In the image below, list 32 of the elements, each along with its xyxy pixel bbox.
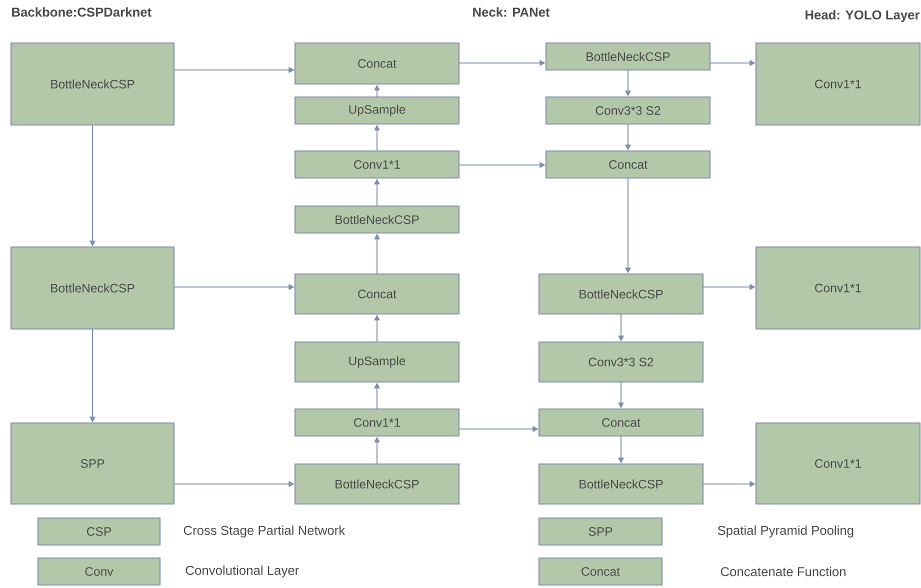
legend-key-box: Conv xyxy=(37,557,161,586)
layer-box: BottleNeckCSP xyxy=(294,463,460,505)
legend-key-box: SPP xyxy=(538,517,663,546)
layer-box: BottleNeckCSP xyxy=(538,463,704,505)
legend-description: Convolutional Layer xyxy=(186,566,299,578)
legend-key-box: Concat xyxy=(538,557,663,586)
layer-box: BottleNeckCSP xyxy=(545,42,711,71)
layer-box: BottleNeckCSP xyxy=(10,246,175,330)
layer-box: Concat xyxy=(294,273,460,315)
layer-box: Concat xyxy=(545,150,711,179)
layer-box: BottleNeckCSP xyxy=(10,42,175,126)
section-title: Head: YOLO Layer xyxy=(806,10,920,22)
layer-box: UpSample xyxy=(294,96,460,125)
legend-description: Cross Stage Partial Network xyxy=(184,526,346,538)
section-title: Neck: PANet xyxy=(473,7,550,17)
layer-box: BottleNeckCSP xyxy=(538,273,704,315)
layer-box: Concat xyxy=(538,408,704,437)
section-title: Backbone:CSPDarknet xyxy=(12,7,152,17)
layer-box: Conv1*1 xyxy=(294,408,460,437)
layer-box: Concat xyxy=(294,42,460,85)
layer-box: Conv1*1 xyxy=(755,246,921,330)
layer-box: Conv1*1 xyxy=(755,42,921,126)
layer-box: Conv3*3 S2 xyxy=(538,341,704,383)
layer-box: Conv3*3 S2 xyxy=(545,96,711,125)
legend-description: Spatial Pyramid Pooling xyxy=(718,526,854,538)
legend-description: Concatenate Function xyxy=(720,566,846,576)
layer-box: UpSample xyxy=(294,341,460,383)
legend-key-box: CSP xyxy=(37,517,161,546)
layer-box: Conv1*1 xyxy=(755,422,921,505)
layer-box: SPP xyxy=(10,422,175,505)
layer-box: BottleNeckCSP xyxy=(294,205,460,234)
layer-box: Conv1*1 xyxy=(294,150,460,179)
